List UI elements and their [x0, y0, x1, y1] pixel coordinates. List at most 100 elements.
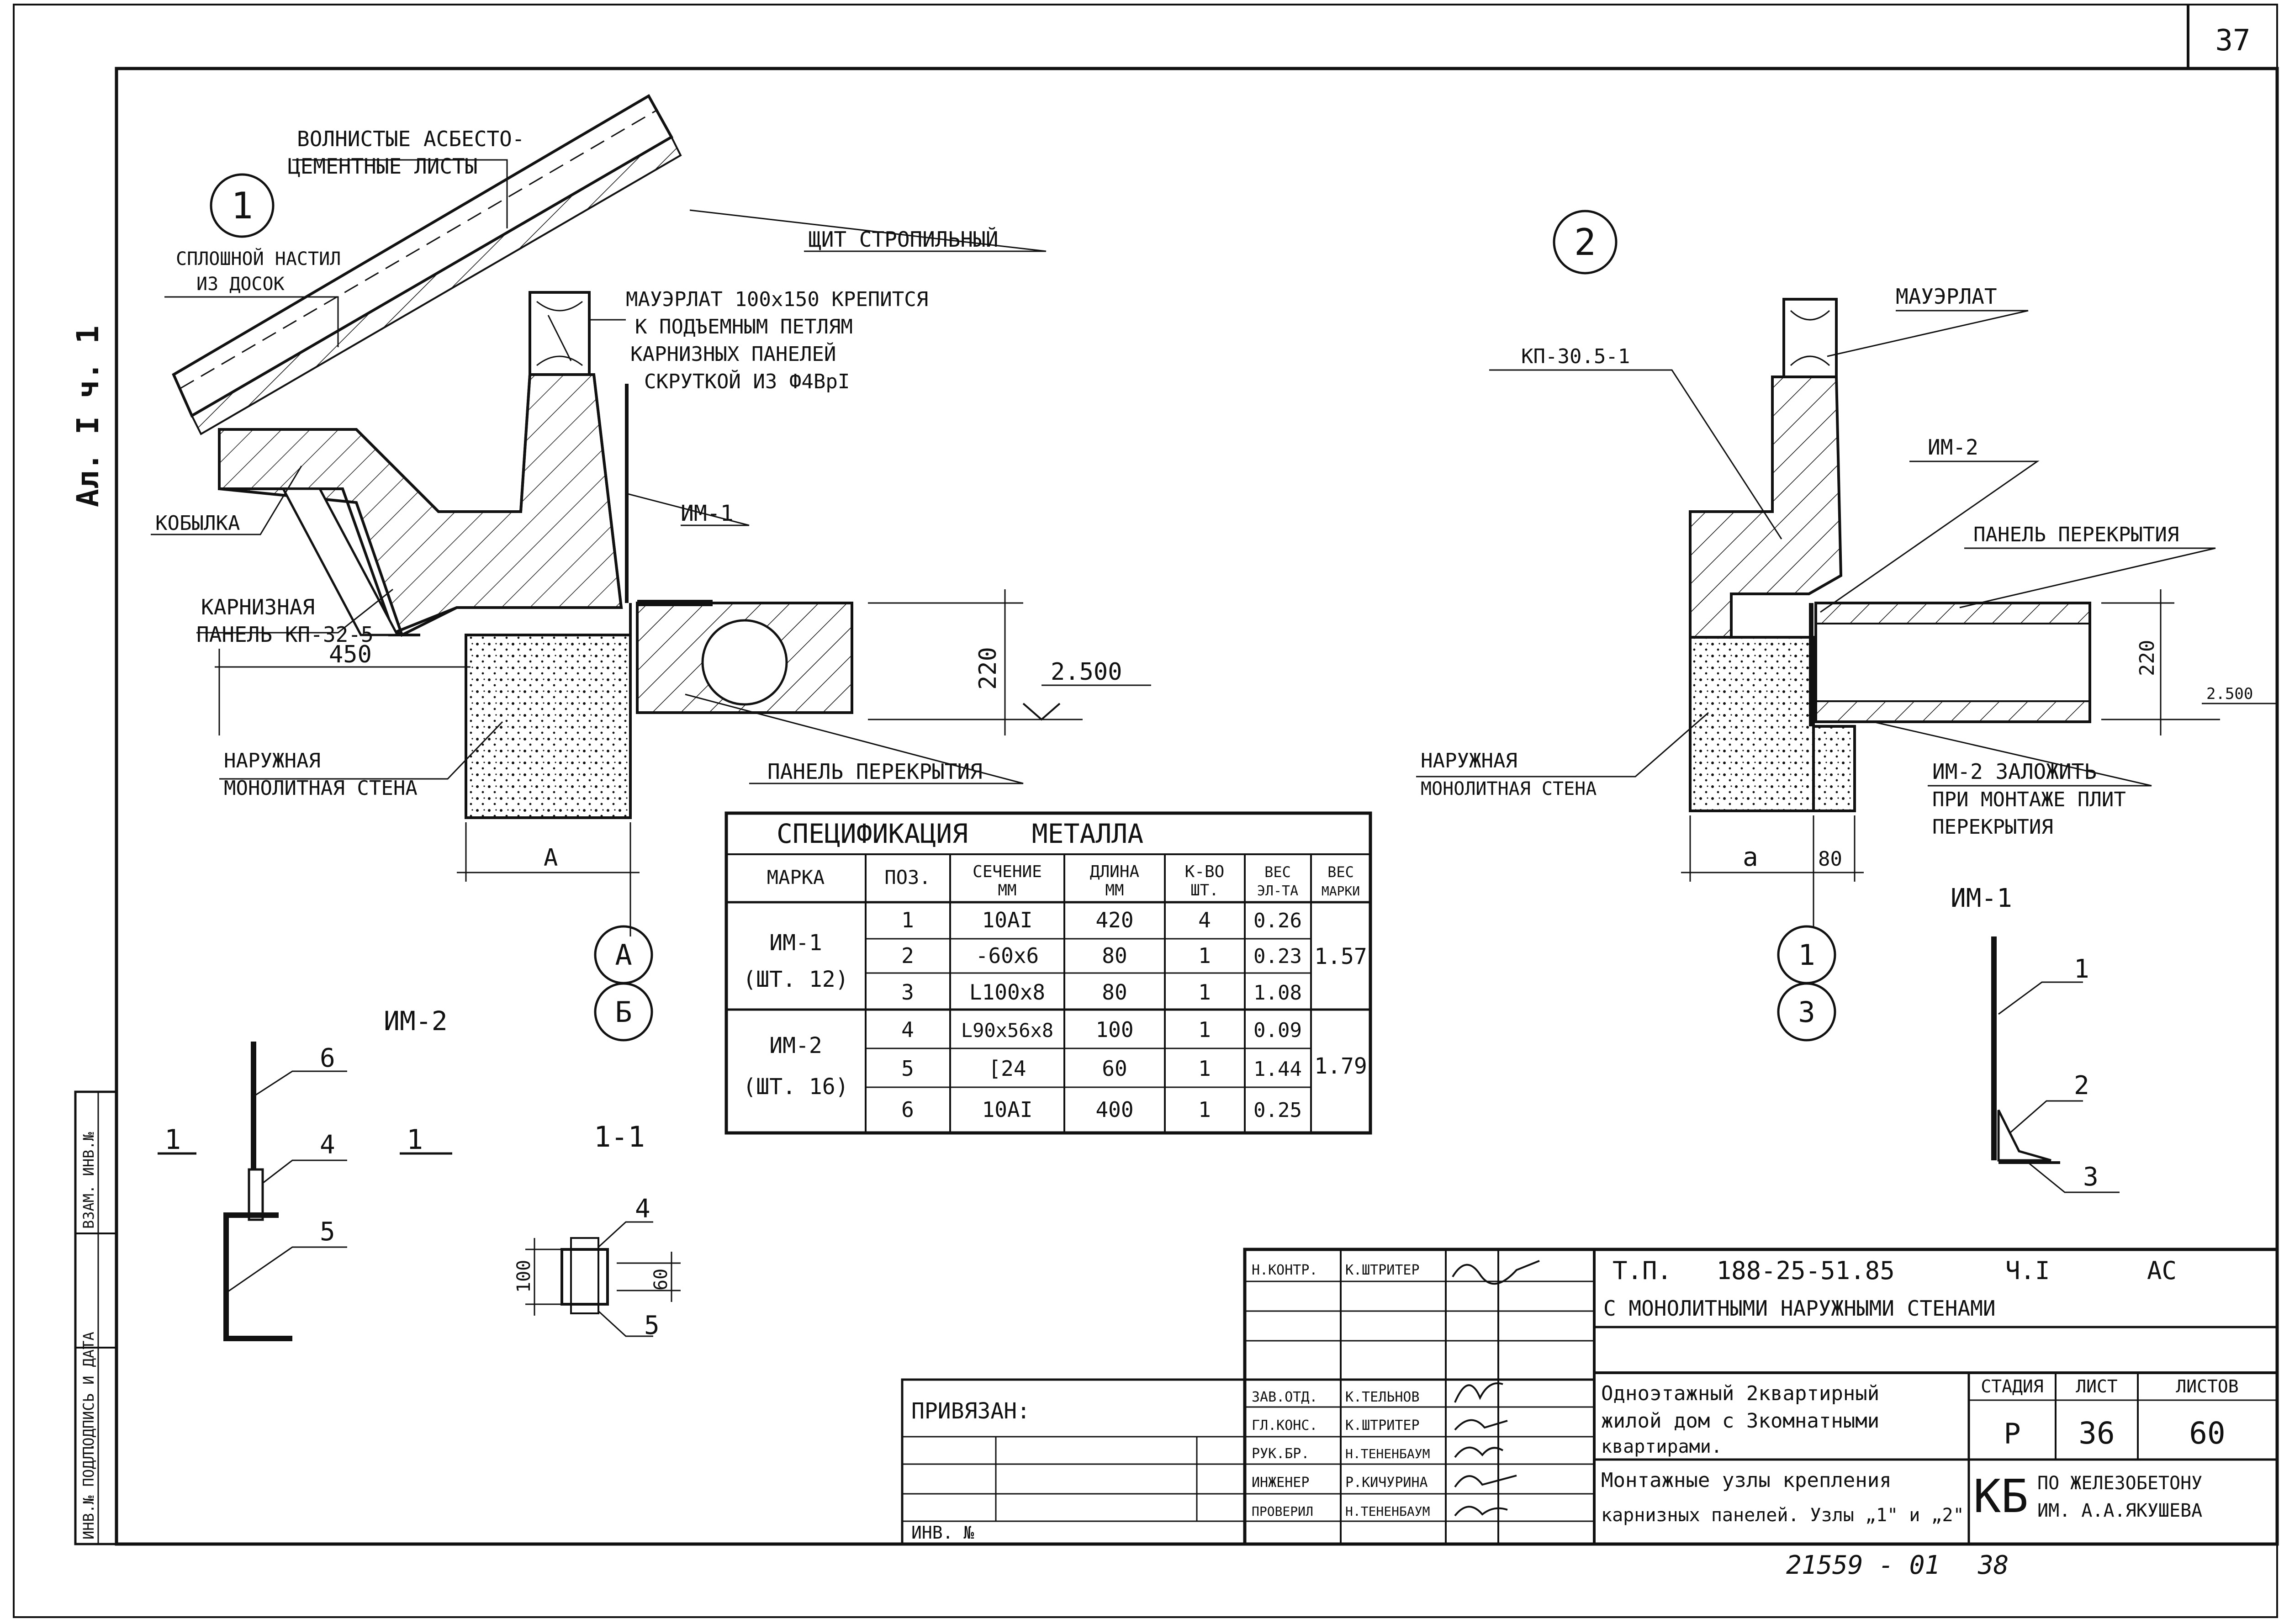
- node1-label-cornice-1: КАРНИЗНАЯ: [201, 595, 315, 619]
- node2-label-wall-2: МОНОЛИТНАЯ СТЕНА: [1421, 778, 1597, 799]
- spec-row-5-weight: 1.44: [1253, 1058, 1302, 1081]
- node1-number: 1: [231, 185, 253, 227]
- title-sheet-header: ЛИСТ: [2076, 1376, 2118, 1397]
- spec-mark-im1-qty: (ШТ. 12): [743, 967, 848, 992]
- im2-callout-6: 6: [320, 1043, 335, 1073]
- im2-callout-5: 5: [320, 1217, 335, 1247]
- spec-row-3-qty: 1: [1198, 980, 1211, 1005]
- node1-axis-a: А: [615, 938, 632, 972]
- node1-label-floor: ПАНЕЛЬ ПЕРЕКРЫТИЯ: [767, 759, 983, 784]
- im1-callout-2: 2: [2074, 1071, 2089, 1100]
- sig-name-6: Н.ТЕНЕНБАУМ: [1345, 1504, 1430, 1519]
- node2-detail: 2 220 2.500 а 80 1 3: [1416, 210, 2277, 1042]
- spec-row-3-pos: 3: [901, 980, 914, 1005]
- node2-label-floor: ПАНЕЛЬ ПЕРЕКРЫТИЯ: [1973, 523, 2179, 546]
- node1-label-roof-1: ВОЛНИСТЫЕ АСБЕСТО-: [297, 127, 525, 151]
- spec-row-1-qty: 4: [1198, 908, 1211, 932]
- spec-row-2-qty: 1: [1198, 943, 1211, 968]
- section-callout-5: 5: [644, 1311, 660, 1340]
- node1-label-mauerlat-1: МАУЭРЛАТ 100х150 КРЕПИТСЯ: [626, 288, 928, 311]
- spec-row-1-length: 420: [1095, 908, 1133, 932]
- sig-name-3: К.ШТРИТЕР: [1345, 1418, 1420, 1434]
- node1-label-wall-1: НАРУЖНАЯ: [224, 749, 321, 772]
- title-code: АС: [2147, 1256, 2177, 1285]
- binding-block: ПРИВЯЗАН: ИНВ. №: [901, 1378, 1246, 1545]
- title-sheet: 36: [2078, 1416, 2115, 1451]
- spec-mark-im2-qty: (ШТ. 16): [743, 1074, 848, 1100]
- node1-dim-a: А: [544, 844, 558, 872]
- spec-row-1-weight: 0.26: [1253, 909, 1302, 932]
- section-dim-60: 60: [650, 1269, 671, 1291]
- spec-row-5-qty: 1: [1198, 1056, 1211, 1081]
- spec-row-6-weight: 0.25: [1253, 1099, 1302, 1122]
- spec-row-3-length: 80: [1102, 980, 1127, 1005]
- title-stage-header: СТАДИЯ: [1981, 1376, 2043, 1397]
- spec-row-2-weight: 0.23: [1253, 945, 1302, 968]
- spec-header-weight-2: ЭЛ-ТА: [1257, 883, 1298, 899]
- im2-section-right: 1: [407, 1124, 423, 1156]
- node1-label-mauerlat-2: К ПОДЪЕМНЫМ ПЕТЛЯМ: [635, 315, 853, 339]
- bottom-number: 21559 - 01: [1786, 1550, 1940, 1580]
- spec-header-qty-1: К-ВО: [1185, 862, 1225, 881]
- sig-name-1: К.ШТРИТЕР: [1345, 1262, 1420, 1278]
- side-stamp: ИНВ.№ ПОДЛ. ПОДПИСЬ И ДАТА ВЗАМ. ИНВ.№: [74, 1090, 118, 1545]
- sig-role-2: ЗАВ.ОТД.: [1252, 1389, 1318, 1405]
- bottom-page: 38: [1977, 1550, 2009, 1580]
- spec-row-4-section: L90х56х8: [961, 1019, 1053, 1042]
- spec-row-5-pos: 5: [901, 1056, 914, 1081]
- sig-name-4: Н.ТЕНЕНБАУМ: [1345, 1446, 1430, 1461]
- page-number: 37: [2215, 24, 2250, 58]
- node2-label-note-2: ПРИ МОНТАЖЕ ПЛИТ: [1932, 788, 2126, 811]
- side-stamp-sign: ПОДПИСЬ И ДАТА: [80, 1332, 97, 1455]
- spec-mark-im2: ИМ-2: [769, 1033, 822, 1058]
- node1-label-im1: ИМ-1: [681, 501, 734, 526]
- title-sheet-1: Монтажные узлы крепления: [1601, 1469, 1892, 1492]
- sig-name-2: К.ТЕЛЬНОВ: [1345, 1389, 1420, 1405]
- title-sheets: 60: [2189, 1416, 2225, 1451]
- title-stage: Р: [2004, 1417, 2020, 1450]
- node1-mauerlat: [529, 291, 591, 376]
- title-sheet-2: карнизных панелей. Узлы „1" и „2": [1601, 1505, 1964, 1526]
- spec-header-section-1: СЕЧЕНИЕ: [973, 862, 1042, 881]
- spec-row-4-pos: 4: [901, 1017, 914, 1042]
- im2-callout-4: 4: [320, 1130, 335, 1160]
- node2-label-wall-1: НАРУЖНАЯ: [1421, 749, 1517, 772]
- title-building-1: Одноэтажный 2квартирный: [1601, 1382, 1879, 1405]
- sig-role-3: ГЛ.КОНС.: [1252, 1418, 1318, 1434]
- title-part: Ч.I: [2005, 1256, 2050, 1285]
- node2-axis-1: 1: [1798, 938, 1815, 972]
- node1-axis-b: Б: [615, 995, 632, 1029]
- im1-callout-1: 1: [2074, 954, 2089, 984]
- node2-cornice-panel: [1689, 376, 1843, 639]
- spec-row-5-length: 60: [1102, 1056, 1127, 1081]
- spec-total-im1: 1.57: [1314, 944, 1367, 969]
- title-building-2: жилой дом с 3комнатными: [1601, 1409, 1879, 1433]
- spec-row-6-pos: 6: [901, 1097, 914, 1122]
- spec-header-qty-2: ШТ.: [1190, 881, 1218, 899]
- spec-row-4-weight: 0.09: [1253, 1019, 1302, 1042]
- binding-label: ПРИВЯЗАН:: [911, 1398, 1030, 1424]
- spec-header-weight-1: ВЕС: [1264, 863, 1291, 881]
- spec-row-4-length: 100: [1095, 1017, 1133, 1042]
- im2-title: ИМ-2: [384, 1005, 448, 1037]
- spec-row-6-section: 10АI: [982, 1097, 1033, 1122]
- node2-label-im2: ИМ-2: [1928, 435, 1978, 460]
- node1-label-deck-1: СПЛОШНОЙ НАСТИЛ: [176, 248, 341, 270]
- spec-header-length-1: ДЛИНА: [1090, 862, 1140, 881]
- node1-number-circle: [210, 173, 275, 238]
- spec-row-1-pos: 1: [901, 908, 914, 932]
- spec-row-2-section: -60х6: [976, 943, 1039, 968]
- spec-title: СПЕЦИФИКАЦИЯ МЕТАЛЛА: [777, 818, 1143, 849]
- node2-label-note-1: ИМ-2 ЗАЛОЖИТЬ: [1932, 759, 2097, 784]
- spec-header-length-2: ММ: [1105, 881, 1124, 899]
- spec-row-6-length: 400: [1095, 1097, 1133, 1122]
- title-org-2: ИМ. А.А.ЯКУШЕВА: [2037, 1500, 2202, 1521]
- node2-label-note-3: ПЕРЕКРЫТИЯ: [1932, 815, 2053, 839]
- node1-label-wall-2: МОНОЛИТНАЯ СТЕНА: [224, 777, 418, 800]
- spec-mark-im1: ИМ-1: [769, 930, 822, 956]
- spec-row-1-section: 10АI: [982, 908, 1033, 932]
- sig-role-4: РУК.БР.: [1252, 1446, 1309, 1462]
- spec-total-im2: 1.79: [1314, 1053, 1367, 1079]
- signature-marks: [1452, 1260, 1540, 1517]
